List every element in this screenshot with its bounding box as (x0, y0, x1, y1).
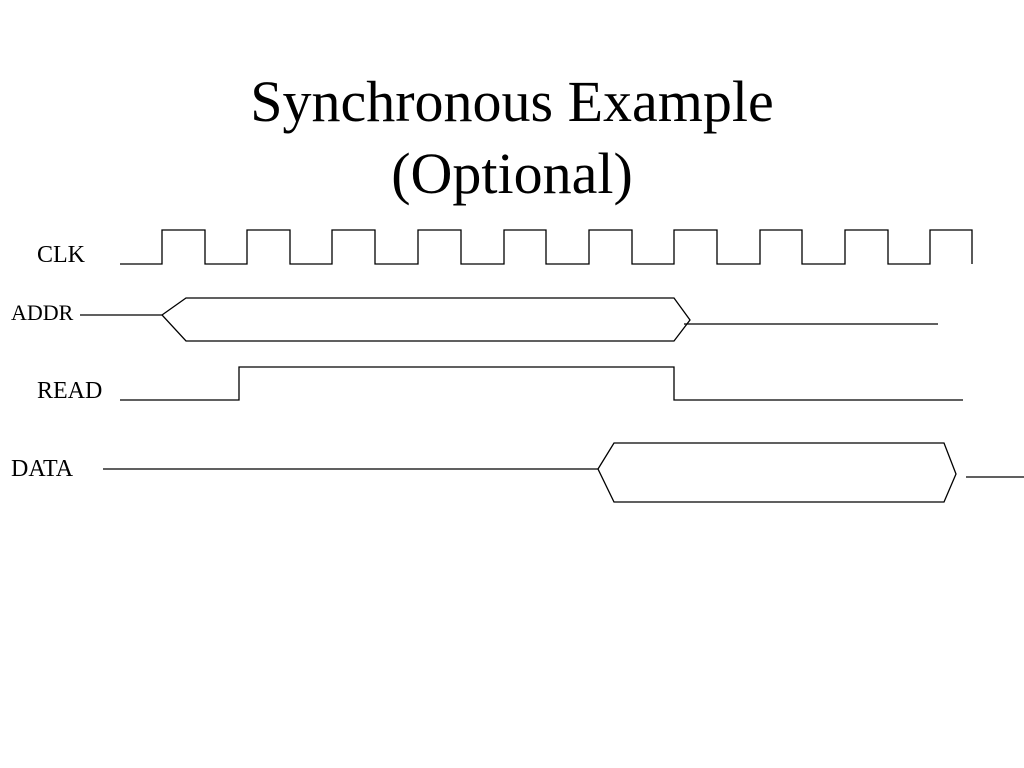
addr-valid-bus (161, 297, 691, 342)
slide-title: Synchronous Example (Optional) (0, 66, 1024, 210)
clk-waveform (120, 229, 973, 265)
read-signal-label: READ (37, 378, 103, 404)
addr-signal-label: ADDR (11, 300, 74, 325)
clk-signal-label: CLK (37, 242, 85, 268)
read-waveform (120, 366, 963, 401)
slide-title-line-1: Synchronous Example (250, 69, 774, 134)
data-valid-bus (597, 442, 957, 503)
data-signal-label: DATA (11, 456, 74, 482)
slide-title-line-2: (Optional) (391, 141, 633, 206)
